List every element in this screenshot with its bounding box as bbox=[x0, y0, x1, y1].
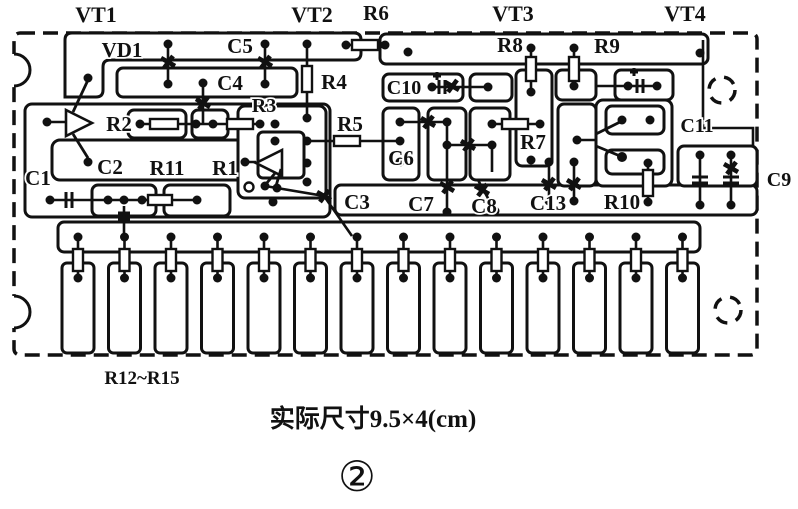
capacitor-c2 bbox=[118, 211, 130, 221]
label-c2: C2 bbox=[97, 155, 123, 179]
transistor-r1-symbol bbox=[243, 147, 284, 193]
label-c8: C8 bbox=[471, 194, 497, 218]
label-r10: R10 bbox=[604, 190, 640, 214]
copper-trace bbox=[63, 31, 363, 99]
resistor-r2 bbox=[148, 117, 180, 131]
label-r7: R7 bbox=[520, 130, 546, 154]
solder-pads bbox=[42, 39, 736, 217]
labels: VT1 VT2 R6 VT3 VT4 VD1 C5 C4 R4 R8 R9 C1… bbox=[23, 0, 793, 391]
notch-gap bbox=[9, 296, 18, 328]
label-c13: C13 bbox=[530, 191, 566, 215]
size-caption: 实际尺寸9.5×4(cm) bbox=[270, 404, 477, 433]
component-symbols bbox=[64, 38, 739, 221]
label-c11: C11 bbox=[680, 115, 713, 137]
capacitor-vt4 bbox=[630, 68, 645, 93]
copper-trace bbox=[676, 144, 759, 188]
board-outline bbox=[9, 31, 759, 357]
label-vt4: VT4 bbox=[664, 1, 706, 26]
label-c6: C6 bbox=[388, 146, 414, 170]
resistor-r11 bbox=[146, 193, 174, 207]
resistor-r8 bbox=[524, 55, 538, 83]
label-r5: R5 bbox=[337, 112, 363, 136]
label-vt1: VT1 bbox=[75, 2, 117, 27]
capacitor-c11 bbox=[692, 175, 708, 185]
transistor-vt4-symbol bbox=[594, 119, 627, 162]
copper-trace bbox=[56, 220, 702, 254]
label-resistor-array: R12~R15 bbox=[104, 368, 179, 389]
label-r3: R3 bbox=[252, 95, 276, 117]
mounting-hole-top bbox=[707, 75, 737, 105]
label-vd1: VD1 bbox=[102, 38, 143, 62]
label-r11: R11 bbox=[149, 156, 184, 180]
resistor-r10 bbox=[641, 168, 655, 198]
board-notch-top bbox=[13, 52, 32, 88]
capacitor-c9 bbox=[723, 175, 739, 185]
label-c9: C9 bbox=[767, 169, 791, 191]
label-r6: R6 bbox=[363, 1, 389, 25]
resistor-r5 bbox=[332, 134, 362, 148]
transistor-vt1-symbol bbox=[64, 79, 95, 159]
label-vt2: VT2 bbox=[291, 2, 333, 27]
copper-trace bbox=[604, 104, 666, 136]
resistor-r3 bbox=[225, 117, 255, 131]
capacitor-c10 bbox=[433, 72, 447, 94]
label-c5: C5 bbox=[227, 34, 253, 58]
copper-trace bbox=[556, 102, 598, 188]
copper-traces bbox=[23, 31, 759, 254]
resistor-r6 bbox=[350, 38, 380, 52]
label-r1: R1 bbox=[212, 156, 238, 180]
label-c4: C4 bbox=[217, 71, 243, 95]
label-vt3: VT3 bbox=[492, 1, 534, 26]
resistor-r4 bbox=[300, 64, 314, 94]
mounting-hole-bottom bbox=[713, 295, 743, 325]
resistor-r9 bbox=[567, 55, 581, 83]
label-c7: C7 bbox=[408, 192, 434, 216]
label-r2: R2 bbox=[106, 112, 132, 136]
label-r8: R8 bbox=[497, 33, 523, 57]
copper-trace bbox=[378, 32, 710, 66]
figure-number: ② bbox=[338, 452, 376, 501]
label-c1: C1 bbox=[25, 166, 51, 190]
label-r4: R4 bbox=[321, 70, 347, 94]
capacitor-c1 bbox=[64, 192, 74, 208]
notch-gap bbox=[9, 54, 18, 86]
board-notch-bottom bbox=[13, 294, 32, 330]
label-c10: C10 bbox=[387, 77, 421, 99]
label-r9: R9 bbox=[594, 34, 620, 58]
label-c3: C3 bbox=[344, 190, 370, 214]
resistor-r7 bbox=[500, 117, 530, 131]
